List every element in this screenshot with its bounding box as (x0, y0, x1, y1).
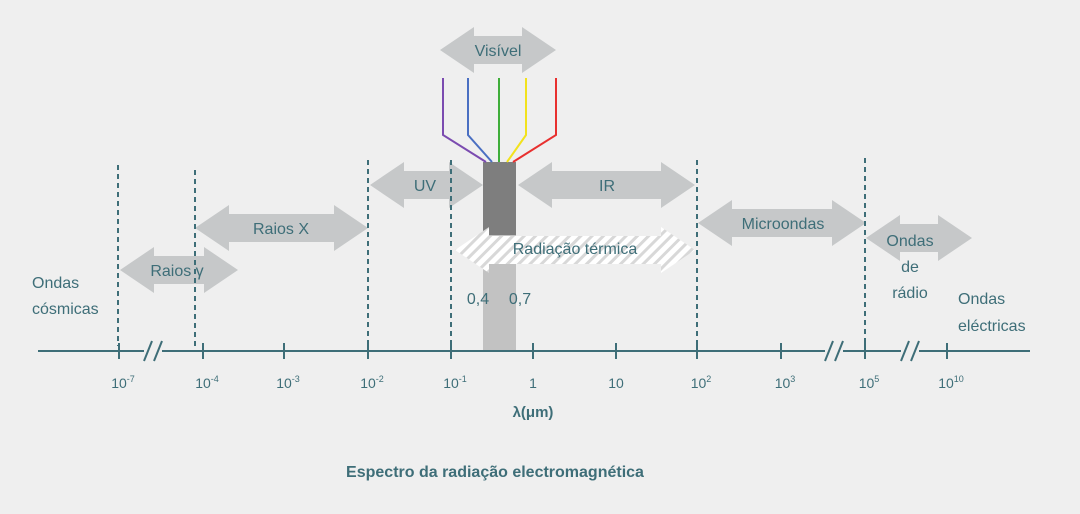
label-gamma: Raios γ (150, 263, 203, 280)
label-electric-1: Ondas (958, 291, 1005, 308)
label-xray: Raios X (253, 221, 309, 238)
axis-tick-label: 102 (691, 374, 712, 391)
thermal-arrow (455, 227, 695, 273)
axis-break (153, 340, 163, 362)
axis-break (143, 340, 153, 362)
gamma-arrow (120, 247, 238, 293)
axis-label: λ(μm) (513, 404, 554, 421)
axis-tick-label: 1 (529, 375, 537, 391)
label-ir: IR (599, 178, 615, 195)
visible-high-bound: 0,7 (509, 291, 531, 308)
label-thermal: Radiação térmica (513, 241, 638, 258)
axis-break (910, 340, 920, 362)
label-visible: Visível (475, 43, 522, 60)
label-cosmic-2: cósmicas (32, 301, 99, 318)
axis-tick-label: 103 (775, 374, 796, 391)
diagram-title: Espectro da radiação electromagnética (346, 464, 644, 481)
axis-tick-label: 10-4 (195, 374, 219, 391)
visible-color-line (512, 78, 557, 163)
axis-tick-label: 10-1 (443, 374, 467, 391)
microwave-arrow (698, 200, 866, 246)
uv-arrow (370, 162, 483, 208)
axis-break (824, 340, 834, 362)
label-cosmic-1: Ondas (32, 275, 79, 292)
radio-arrow (866, 215, 972, 261)
axis-tick-label: 10-2 (360, 374, 384, 391)
visible-color-line (506, 78, 527, 163)
axis-tick-label: 10-3 (276, 374, 300, 391)
xray-arrow (195, 205, 368, 251)
axis-break (900, 340, 910, 362)
visible-arrow (440, 27, 556, 73)
axis-break (834, 340, 844, 362)
axis-tick-label: 10 (608, 375, 624, 391)
visible-low-bound: 0,4 (467, 291, 489, 308)
label-microwave: Microondas (742, 216, 825, 233)
label-radio-1: Ondas (886, 233, 933, 250)
label-uv: UV (414, 178, 437, 195)
axis-tick-label: 1010 (938, 374, 964, 391)
label-radio-2: de (901, 259, 919, 276)
label-radio-3: rádio (892, 285, 928, 302)
ir-arrow (518, 162, 695, 208)
visible-color-line (467, 78, 493, 163)
label-electric-2: eléctricas (958, 318, 1026, 335)
visible-color-line (442, 78, 487, 163)
axis-tick-label: 105 (859, 374, 880, 391)
axis-tick-label: 10-7 (111, 374, 135, 391)
visible-block (483, 162, 516, 235)
